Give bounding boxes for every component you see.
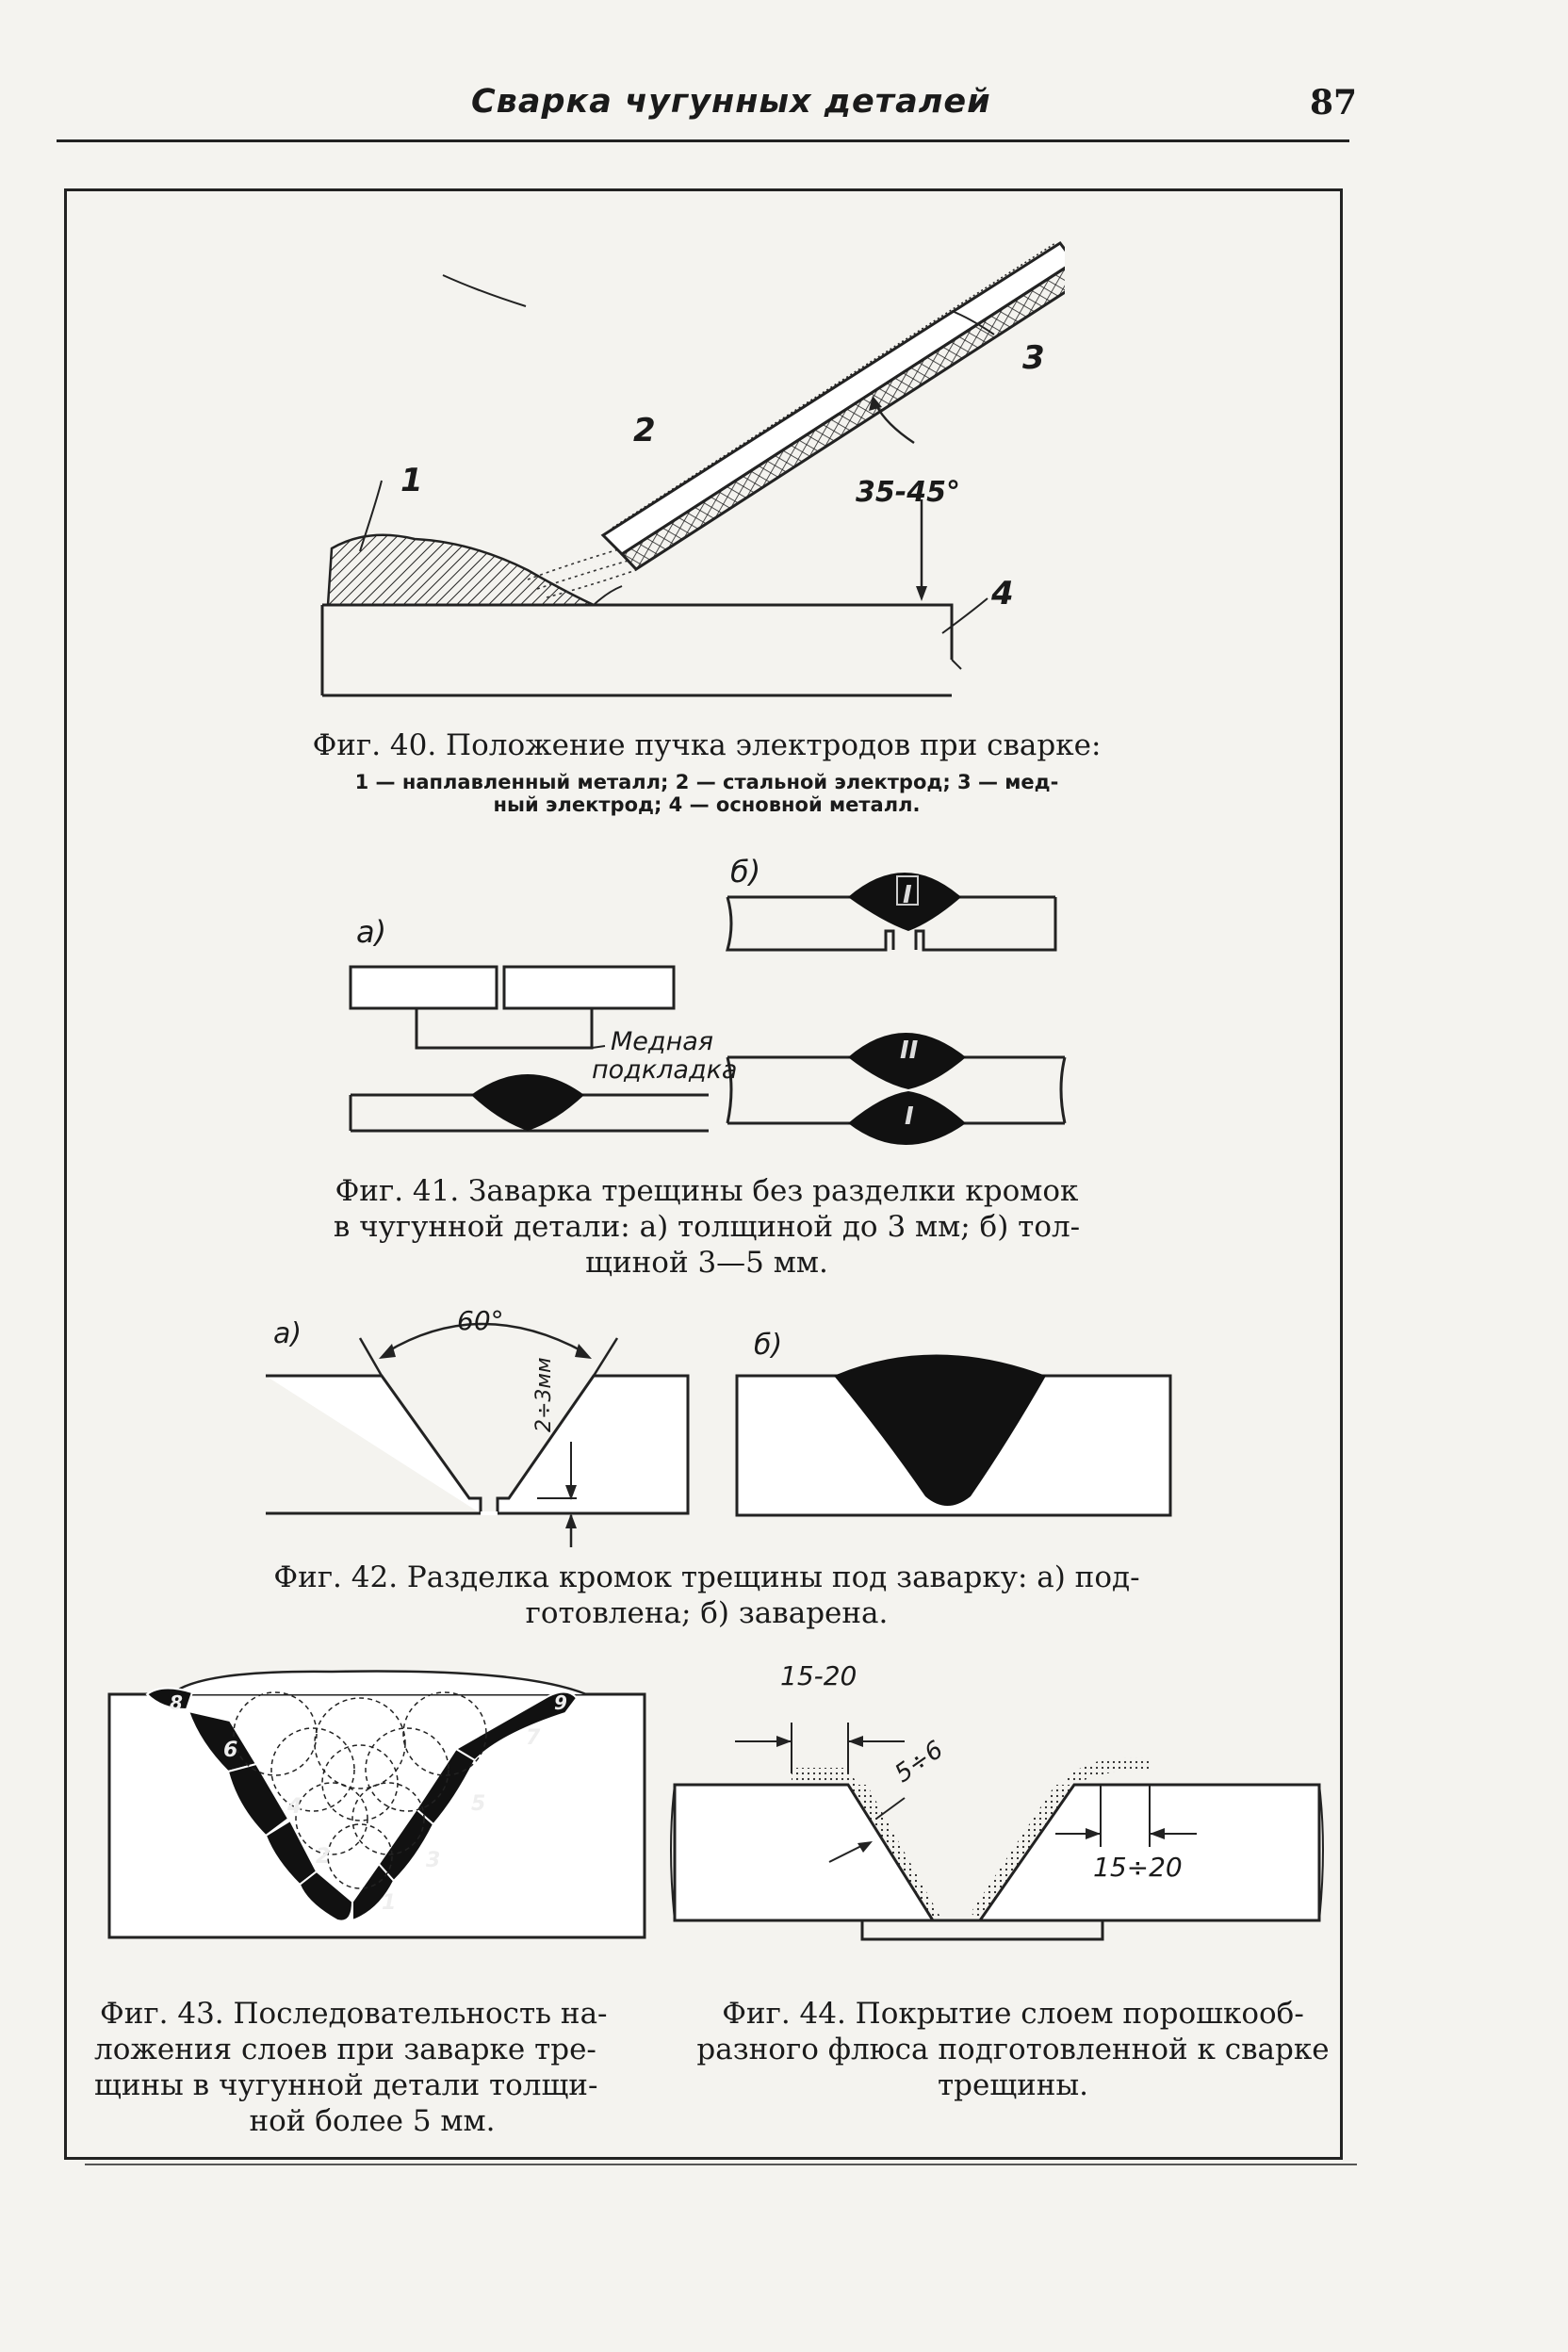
fig42-label-b: б) (754, 1329, 783, 1362)
fig43-layer-6: 6 (223, 1739, 238, 1762)
fig40-legend-line1: 1 — наплавленный металл; 2 — стальной эл… (354, 771, 1059, 793)
fig41-backing-line1: Медная (611, 1027, 714, 1056)
fig43-layer-8: 8 (170, 1691, 183, 1714)
fig42-caption-line2: готовлена; б) заварена. (525, 1596, 889, 1630)
page-number: 87 (1310, 83, 1358, 122)
fig41-caption-line3: щиной 3—5 мм. (585, 1246, 828, 1280)
fig43-caption-line1: Фиг. 43. Последовательность на- (100, 1997, 608, 2031)
fig42-gap: 2÷3мм (532, 1357, 556, 1432)
fig41-layer-Ia: I (905, 1102, 914, 1131)
fig43-layer-1: 1 (382, 1891, 397, 1915)
fig44-dim-top: 15-20 (780, 1660, 858, 1691)
fig41-caption-line2: в чугунной детали: а) толщиной до 3 мм; … (333, 1210, 1081, 1244)
fig40-legend-line2: ный электрод; 4 — основной металл. (493, 793, 921, 816)
fig43-layer-5: 5 (471, 1792, 486, 1816)
fig41-label-a: а) (356, 914, 387, 950)
fig42-diagram (266, 1322, 1172, 1547)
fig40-label-1: 1 (400, 462, 423, 499)
fig40-diagram (320, 240, 1065, 697)
fig43-diagram (107, 1670, 646, 1939)
fig43-layer-3: 3 (426, 1849, 441, 1872)
fig43-caption-line2: ложения слоев при заварке тре- (94, 2033, 596, 2066)
fig40-angle: 35-45° (856, 476, 960, 509)
fig41-label-b: б) (730, 854, 761, 890)
fig44-diagram (670, 1723, 1324, 1941)
fig40-label-2: 2 (633, 412, 656, 449)
fig43-layer-7: 7 (526, 1726, 541, 1750)
fig43-layer-4: 4 (287, 1795, 302, 1819)
header-rule (57, 139, 1349, 142)
fig43-layer-9: 9 (554, 1691, 567, 1714)
running-title: Сварка чугунных деталей (471, 83, 991, 121)
fig44-caption-line2: разного флюса подготовленной к сварке (696, 2033, 1330, 2066)
fig44-dim-right: 15÷20 (1093, 1852, 1183, 1883)
fig43-caption-line4: ной более 5 мм. (249, 2104, 496, 2138)
fig42-angle: 60° (457, 1305, 504, 1336)
fig40-caption: Фиг. 40. Положение пучка электродов при … (312, 728, 1102, 762)
fig43-layer-2: 2 (316, 1845, 331, 1869)
fig44-caption-line3: трещины. (937, 2068, 1088, 2102)
figure-frame (64, 188, 1343, 2160)
fig40-label-4: 4 (991, 575, 1014, 612)
fig41-layer-II: II (900, 1037, 919, 1065)
fig42-label-a: а) (273, 1317, 302, 1350)
fig42-caption-line1: Фиг. 42. Разделка кромок трещины под зав… (273, 1560, 1140, 1594)
fig41-diagram (349, 873, 1067, 1145)
fig40-label-3: 3 (1022, 339, 1045, 377)
fig41-layer-I: I (903, 881, 912, 909)
fig41-backing-line2: подкладка (592, 1055, 738, 1085)
fig44-caption-line1: Фиг. 44. Покрытие слоем порошкооб- (722, 1997, 1304, 2031)
bottom-rule (85, 2164, 1357, 2165)
fig43-caption-line3: щины в чугунной детали толщи- (94, 2068, 598, 2102)
fig41-caption-line1: Фиг. 41. Заварка трещины без разделки кр… (335, 1174, 1079, 1208)
